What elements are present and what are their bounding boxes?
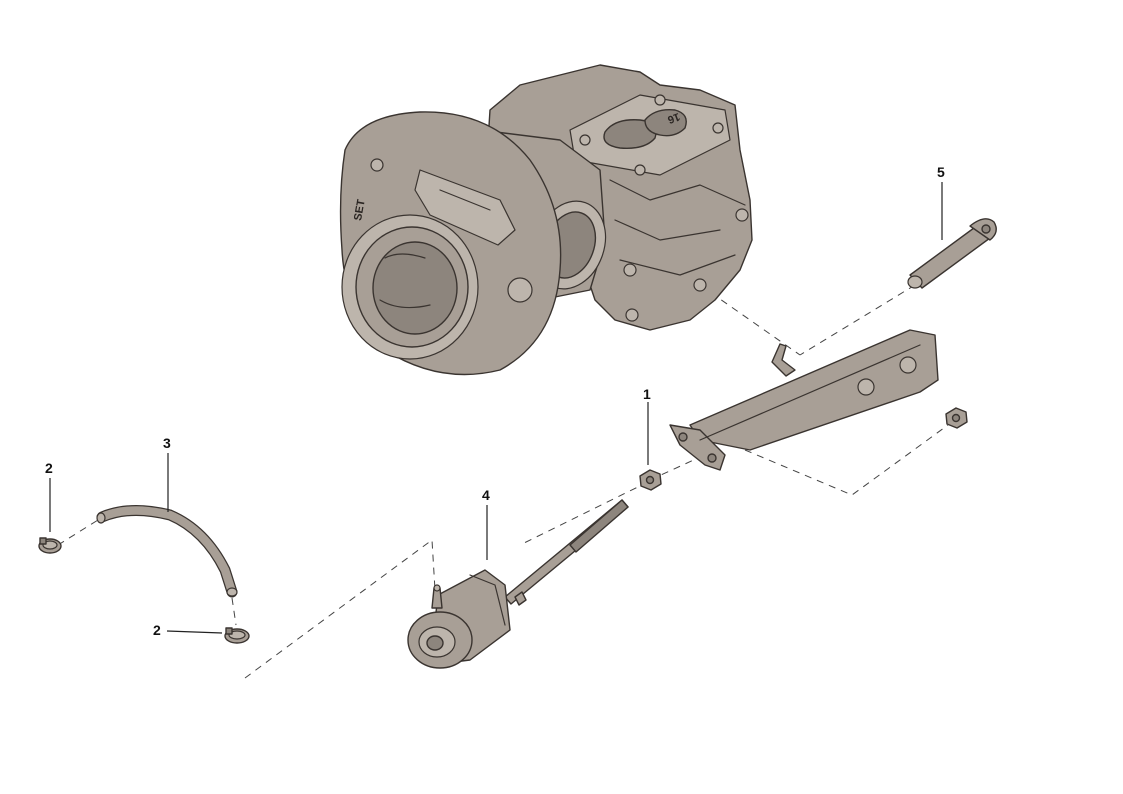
brand-fragment: SET	[352, 198, 368, 221]
callout-3: 3	[163, 435, 171, 451]
part-4-wastegate-actuator	[407, 499, 629, 669]
part-2-clamp-left	[38, 537, 62, 554]
callout-5: 5	[937, 164, 945, 180]
part-5-rod-end	[907, 218, 997, 289]
part-1-nut	[639, 469, 662, 491]
callout-leaders	[49, 182, 943, 634]
callout-1: 1	[643, 386, 651, 402]
bracket-nut	[945, 407, 968, 429]
actuator-bracket	[669, 329, 939, 471]
callout-2-bottom: 2	[153, 622, 161, 638]
callout-4: 4	[482, 487, 490, 503]
callout-labels: 1 2 3 4 2 5	[45, 164, 945, 638]
assembly-lines	[57, 284, 949, 679]
part-2-clamp-right	[224, 627, 250, 644]
callout-2-top: 2	[45, 460, 53, 476]
turbocharger-assembly: 16 SET	[339, 64, 753, 376]
flange-mark: 16	[666, 110, 682, 125]
part-3-hose	[96, 504, 238, 598]
